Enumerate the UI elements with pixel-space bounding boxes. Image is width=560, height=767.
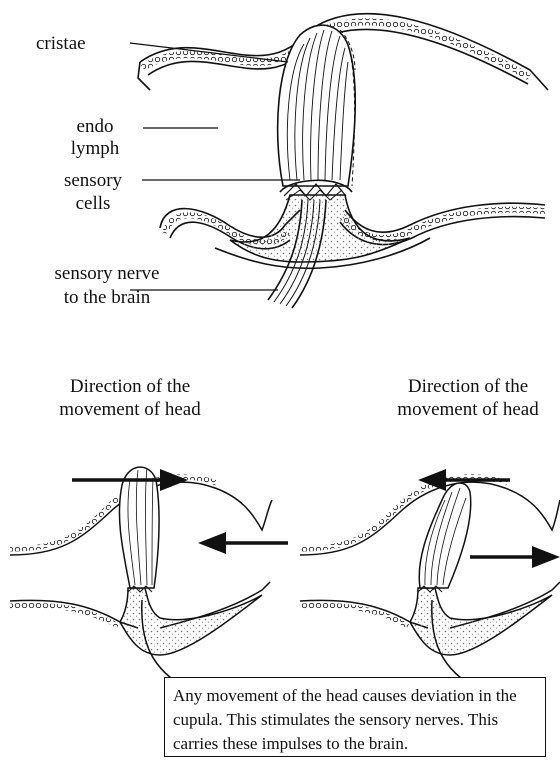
- left-head-arrow-head: [160, 469, 188, 491]
- right-crista-base: [410, 588, 552, 655]
- left-fluid-arrow-head: [198, 532, 226, 554]
- left-direction-line1: Direction of the: [40, 376, 220, 398]
- label-sensory: sensory: [48, 170, 138, 192]
- label-endo: endo: [60, 116, 130, 138]
- right-fluid-arrow-head: [532, 546, 560, 568]
- left-crista-base: [120, 588, 262, 655]
- right-direction-line1: Direction of the: [378, 376, 558, 398]
- caption-box: Any movement of the head causes deviatio…: [164, 677, 546, 757]
- right-direction-line2: movement of head: [378, 399, 558, 421]
- top-ampulla: [138, 14, 548, 308]
- label-cristae: cristae: [36, 33, 86, 55]
- label-lymph: lymph: [60, 138, 130, 160]
- label-nerve: sensory nerve: [32, 263, 182, 285]
- left-direction-line2: movement of head: [40, 399, 220, 421]
- label-cells: cells: [48, 193, 138, 215]
- label-to-brain: to the brain: [32, 287, 182, 309]
- left-ampulla: [10, 467, 272, 690]
- right-ampulla: [300, 477, 560, 690]
